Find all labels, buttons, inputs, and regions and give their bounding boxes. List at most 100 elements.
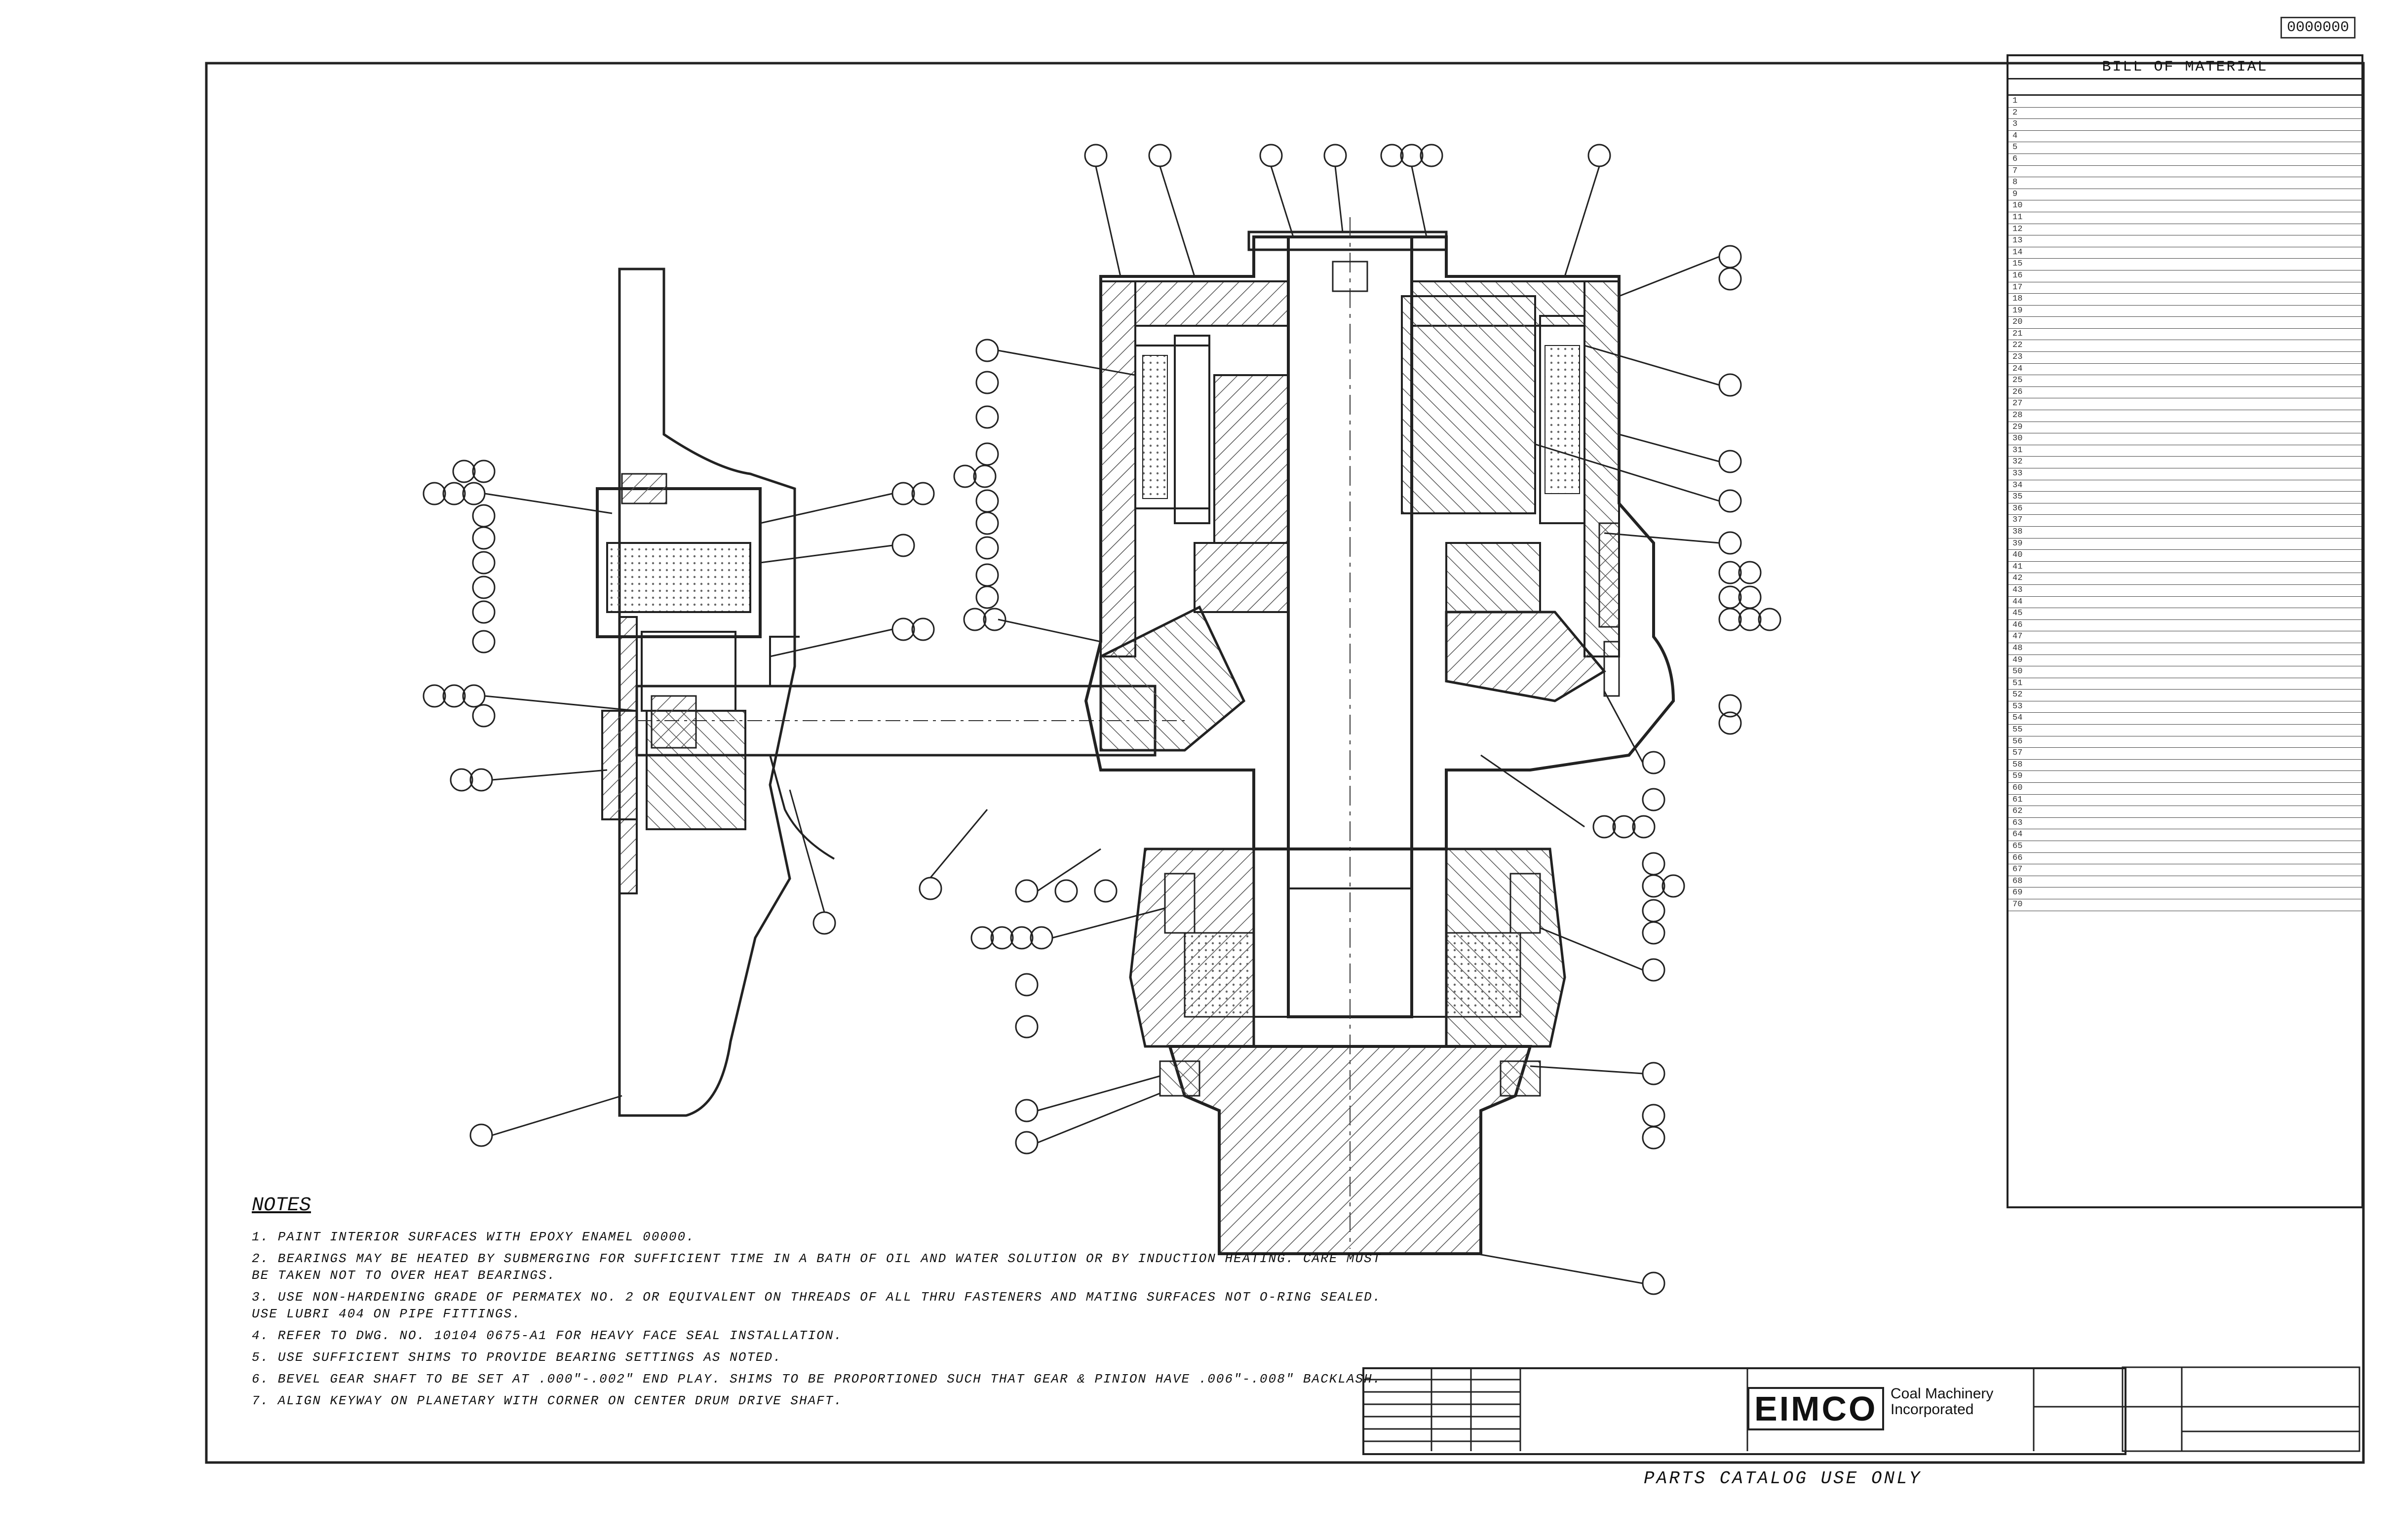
bom-row: 57 — [2009, 748, 2361, 760]
bom-row: 7 — [2009, 166, 2361, 178]
notes-title: NOTES — [252, 1194, 311, 1217]
bom-item-number: 65 — [2012, 842, 2023, 851]
bom-item-number: 11 — [2012, 212, 2023, 222]
notes-block: NOTES 1. PAINT INTERIOR SURFACES WITH EP… — [252, 1194, 1387, 1414]
bom-item-number: 15 — [2012, 259, 2023, 269]
drawing-border — [205, 62, 2365, 1464]
bom-row: 49 — [2009, 655, 2361, 667]
bom-item-number: 50 — [2012, 667, 2023, 677]
gear-case — [1084, 235, 1675, 850]
bom-item-number: 56 — [2012, 736, 2023, 746]
bom-row: 59 — [2009, 771, 2361, 783]
bom-row: 19 — [2009, 306, 2361, 317]
note-item: 6. BEVEL GEAR SHAFT TO BE SET AT .000"-.… — [252, 1372, 1382, 1386]
bom-item-number: 26 — [2012, 387, 2023, 397]
bom-item-number: 24 — [2012, 364, 2023, 374]
bom-item-number: 5 — [2012, 143, 2018, 153]
bom-row: 17 — [2009, 282, 2361, 294]
bom-row: 18 — [2009, 294, 2361, 306]
bom-item-number: 8 — [2012, 178, 2018, 188]
bom-row: 55 — [2009, 725, 2361, 736]
title-block — [1362, 1367, 2126, 1455]
bom-item-number: 9 — [2012, 189, 2018, 199]
bom-item-number: 40 — [2012, 550, 2023, 560]
bom-row: 56 — [2009, 736, 2361, 748]
bom-item-number: 22 — [2012, 341, 2023, 350]
bom-column-headers — [2009, 79, 2361, 96]
bom-row: 12 — [2009, 224, 2361, 236]
bom-title: BILL OF MATERIAL — [2102, 59, 2268, 76]
bom-row: 5 — [2009, 142, 2361, 154]
bom-item-number: 23 — [2012, 352, 2023, 362]
bom-item-number: 14 — [2012, 247, 2023, 257]
bom-row: 27 — [2009, 398, 2361, 411]
bom-row: 65 — [2009, 841, 2361, 853]
bom-item-number: 2 — [2012, 108, 2018, 117]
bom-row: 25 — [2009, 375, 2361, 387]
bom-item-number: 1 — [2012, 96, 2018, 106]
bom-item-number: 18 — [2012, 294, 2023, 304]
bom-row: 8 — [2009, 177, 2361, 189]
bom-row: 11 — [2009, 212, 2361, 224]
bom-item-number: 67 — [2012, 865, 2023, 875]
bom-item-number: 19 — [2012, 306, 2023, 315]
bom-item-number: 13 — [2012, 236, 2023, 246]
bom-item-number: 42 — [2012, 574, 2023, 583]
bom-row: 26 — [2009, 387, 2361, 399]
parts-catalog-note: PARTS CATALOG USE ONLY — [1644, 1468, 1922, 1489]
bom-row: 68 — [2009, 876, 2361, 888]
bom-row: 61 — [2009, 795, 2361, 807]
bom-row: 32 — [2009, 457, 2361, 468]
bom-row: 24 — [2009, 364, 2361, 376]
bom-row: 23 — [2009, 352, 2361, 364]
bom-row: 30 — [2009, 433, 2361, 445]
bom-row: 67 — [2009, 864, 2361, 876]
bom-item-number: 70 — [2012, 899, 2023, 909]
bom-item-number: 52 — [2012, 690, 2023, 700]
bom-item-number: 29 — [2012, 422, 2023, 432]
bom-row: 3 — [2009, 119, 2361, 131]
bom-item-number: 47 — [2012, 632, 2023, 642]
bom-row: 33 — [2009, 468, 2361, 480]
bom-item-number: 35 — [2012, 492, 2023, 502]
bom-item-number: 60 — [2012, 783, 2023, 793]
bom-item-number: 45 — [2012, 609, 2023, 618]
bom-item-number: 62 — [2012, 807, 2023, 816]
bom-row: 50 — [2009, 666, 2361, 678]
bom-row: 69 — [2009, 887, 2361, 899]
bom-row: 20 — [2009, 317, 2361, 329]
bom-item-number: 6 — [2012, 154, 2018, 164]
note-item: 1. PAINT INTERIOR SURFACES WITH EPOXY EN… — [252, 1230, 695, 1244]
bom-item-number: 43 — [2012, 585, 2023, 595]
bom-item-number: 33 — [2012, 469, 2023, 478]
bom-row: 9 — [2009, 189, 2361, 201]
bom-item-number: 53 — [2012, 701, 2023, 711]
bom-item-number: 61 — [2012, 795, 2023, 805]
bom-item-number: 69 — [2012, 888, 2023, 898]
bom-row: 45 — [2009, 608, 2361, 620]
bom-item-number: 12 — [2012, 224, 2023, 234]
bom-item-number: 48 — [2012, 643, 2023, 653]
bom-item-number: 4 — [2012, 131, 2018, 141]
bom-row: 66 — [2009, 853, 2361, 865]
bom-row: 35 — [2009, 492, 2361, 503]
company-logo: EIMCO — [1747, 1387, 1885, 1430]
bom-row: 13 — [2009, 235, 2361, 247]
bom-row: 37 — [2009, 515, 2361, 527]
company-name-line-1: Coal Machinery — [1891, 1386, 1994, 1402]
bom-item-number: 31 — [2012, 445, 2023, 455]
note-item: 2. BEARINGS MAY BE HEATED BY SUBMERGING … — [252, 1251, 1382, 1283]
bom-item-number: 63 — [2012, 818, 2023, 828]
bom-item-number: 54 — [2012, 713, 2023, 723]
bom-item-number: 46 — [2012, 620, 2023, 630]
bom-header: BILL OF MATERIAL — [2009, 56, 2361, 79]
bom-item-number: 44 — [2012, 597, 2023, 607]
bom-row: 43 — [2009, 585, 2361, 597]
company-name: Coal Machinery Incorporated — [1891, 1386, 1993, 1418]
bom-row: 64 — [2009, 829, 2361, 841]
bom-row: 16 — [2009, 270, 2361, 282]
bom-item-number: 58 — [2012, 760, 2023, 770]
bom-row: 1 — [2009, 96, 2361, 108]
